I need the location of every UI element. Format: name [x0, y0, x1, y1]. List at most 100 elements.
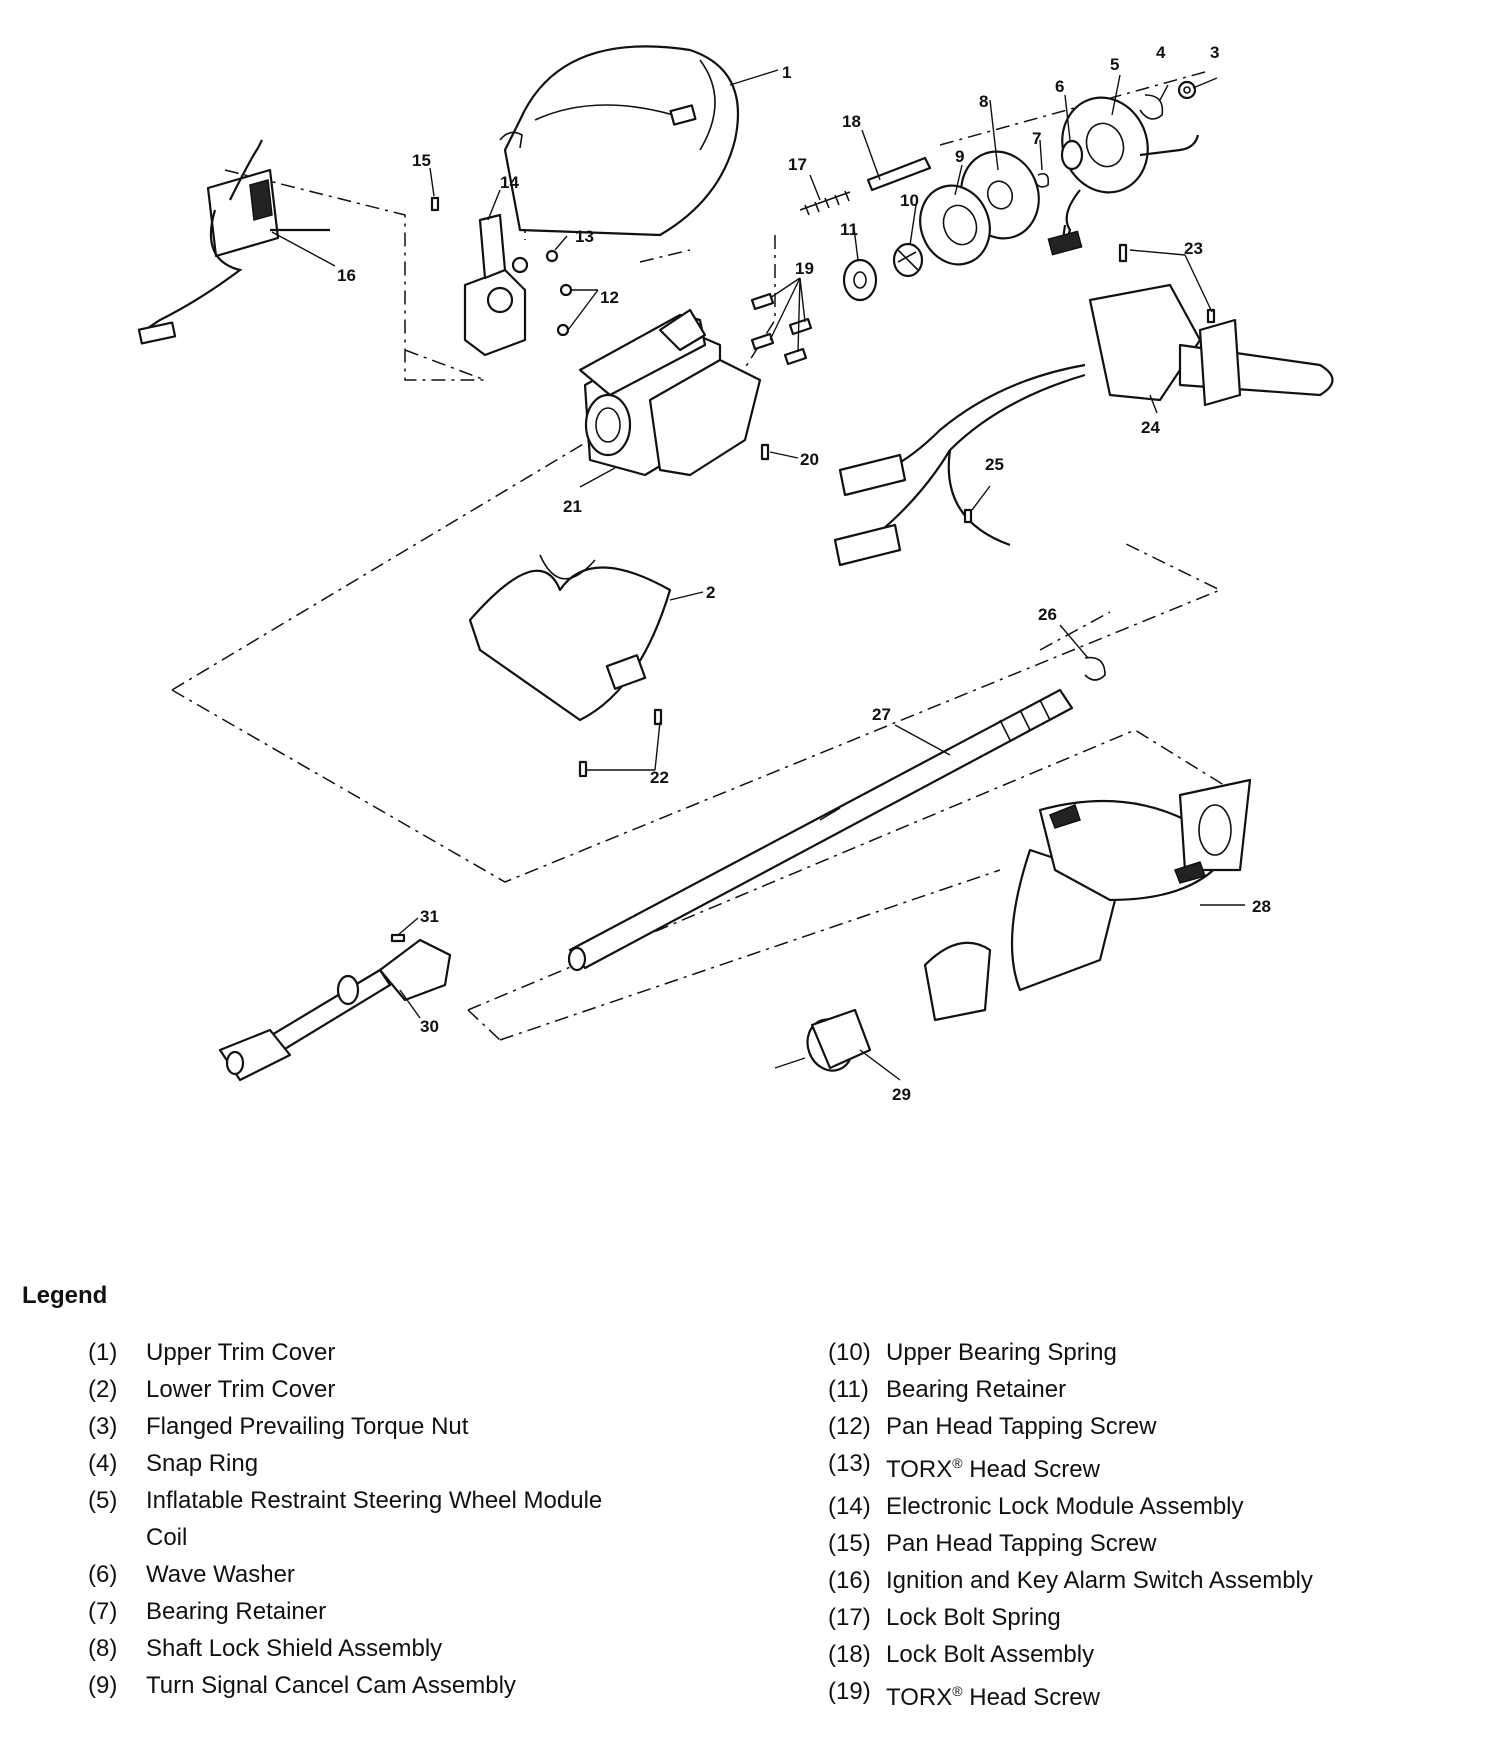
legend-item-label: Bearing Retainer: [146, 1598, 327, 1625]
snap-ring: [1139, 94, 1164, 120]
screw-12a: [559, 283, 573, 297]
legend-item-number: (16): [828, 1567, 871, 1594]
callout-18: 18: [842, 112, 861, 131]
legend-column-right: (10)Upper Bearing Spring (11) Bearing Ret…: [828, 1334, 1488, 1716]
callout-25: 25: [985, 455, 1004, 474]
bearing-retainer-7: [1034, 172, 1050, 188]
legend-item-label: Bearing Retainer: [886, 1376, 1067, 1403]
callout-12: 12: [600, 288, 619, 307]
screw-15: [430, 196, 440, 212]
legend-item-label: Snap Ring: [146, 1450, 259, 1477]
screw-22b: [578, 760, 588, 778]
legend-item-number: (5): [88, 1487, 118, 1514]
callout-21: 21: [563, 497, 582, 516]
callout-24: 24: [1141, 418, 1160, 437]
callout-10: 10: [900, 191, 919, 210]
legend-item: (6) Wave Washer: [88, 1556, 648, 1593]
callout-8: 8: [979, 92, 988, 111]
callout-11: 11: [840, 220, 858, 239]
callout-13: 13: [575, 227, 594, 246]
legend-item-number: (19): [828, 1678, 871, 1705]
legend-item: (19) TORX® Head Screw: [828, 1673, 1488, 1716]
axis-line-upper: [939, 71, 1206, 146]
callout-6: 6: [1055, 77, 1064, 96]
legend-item-label: Pan Head Tapping Screw: [886, 1413, 1157, 1440]
callout-20: 20: [800, 450, 819, 469]
legend-item-number: (12): [828, 1413, 871, 1440]
torque-nut: [1177, 80, 1197, 100]
legend-item-label: Lower Trim Cover: [146, 1376, 336, 1403]
legend-item-label: Ignition and Key Alarm Switch Assembly: [886, 1567, 1313, 1594]
legend-item-label: Shaft Lock Shield Assembly: [146, 1635, 443, 1662]
lock-bolt: [866, 156, 932, 192]
legend-item-number: (15): [828, 1530, 871, 1557]
screw-23b: [1206, 308, 1216, 324]
screw-25: [963, 508, 973, 524]
callout-15: 15: [412, 151, 431, 170]
legend-item: (15) Pan Head Tapping Screw: [828, 1525, 1488, 1562]
legend-item: (5) Inflatable Restraint Steering Wheel M…: [88, 1482, 648, 1556]
legend-item: (14)Electronic Lock Module Assembly: [828, 1488, 1488, 1525]
legend-item-number: (1): [88, 1339, 118, 1366]
legend-item-label: Inflatable Restraint Steering Wheel Modu…: [146, 1487, 603, 1551]
callout-31: 31: [420, 907, 439, 926]
legend-item: (4)Snap Ring: [88, 1445, 648, 1482]
screw-19a: [750, 292, 775, 311]
legend-item: (18)Lock Bolt Assembly: [828, 1636, 1488, 1673]
lower-bearing-sleeve: [774, 1008, 872, 1072]
legend-title: Legend: [22, 1282, 108, 1309]
legend-item-label: Turn Signal Cancel Cam Assembly: [146, 1672, 516, 1699]
screw-13: [545, 249, 559, 263]
legend-item: (17)Lock Bolt Spring: [828, 1599, 1488, 1636]
callout-30: 30: [420, 1017, 439, 1036]
legend-item-number: (8): [88, 1635, 118, 1662]
callout-17: 17: [788, 155, 807, 174]
legend-item-label: TORX® Head Screw: [886, 1683, 1100, 1711]
legend-item: (10)Upper Bearing Spring: [828, 1334, 1488, 1371]
legend-item: (2)Lower Trim Cover: [88, 1371, 648, 1408]
lock-housing: [578, 308, 762, 477]
legend-item-label: Lock Bolt Spring: [886, 1604, 1061, 1631]
ignition-key-alarm-switch: [137, 139, 330, 345]
callout-16: 16: [337, 266, 356, 285]
callout-29: 29: [892, 1085, 911, 1104]
legend-item-number: (9): [88, 1672, 118, 1699]
boundary-lower-housing: [171, 439, 1222, 883]
legend-item-label: Flanged Prevailing Torque Nut: [146, 1413, 469, 1440]
bearing-retainer-11: [842, 258, 878, 302]
callout-27: 27: [872, 705, 891, 724]
screw-19c: [788, 317, 813, 336]
legend-item-label: Pan Head Tapping Screw: [886, 1530, 1157, 1557]
legend-item-number: (3): [88, 1413, 118, 1440]
snap-ring-26: [1084, 656, 1106, 681]
screw-31: [390, 933, 406, 943]
legend-item-number: (11): [828, 1376, 869, 1403]
legend-item-label: Upper Bearing Spring: [886, 1339, 1117, 1366]
legend-item-label: Upper Trim Cover: [146, 1339, 336, 1366]
callout-1: 1: [782, 63, 791, 82]
legend-item-number: (7): [88, 1598, 118, 1625]
legend-item: (11) Bearing Retainer: [828, 1371, 1488, 1408]
legend-item-label: Wave Washer: [146, 1561, 295, 1588]
legend-item: (16) Ignition and Key Alarm Switch Assemb…: [828, 1562, 1488, 1599]
intermediate-shaft: [218, 938, 452, 1082]
callout-23: 23: [1184, 239, 1203, 258]
legend-item-number: (18): [828, 1641, 871, 1668]
callout-2: 2: [706, 583, 715, 602]
callout-14: 14: [500, 173, 519, 192]
column-jacket: [923, 778, 1252, 1022]
callout-19: 19: [795, 259, 814, 278]
cancel-cam: [919, 184, 991, 266]
legend-item-number: (6): [88, 1561, 118, 1588]
screw-23a: [1118, 243, 1128, 263]
callout-22: 22: [650, 768, 669, 787]
callout-3: 3: [1210, 43, 1219, 62]
legend-item: (13)TORX® Head Screw: [828, 1445, 1488, 1488]
legend: Legend (1) Upper Trim Cover (2)Lower Trim…: [20, 1282, 1490, 1711]
screw-12b: [556, 323, 570, 337]
electronic-lock-module: [463, 213, 529, 357]
legend-item: (9) Turn Signal Cancel Cam Assembly: [88, 1667, 648, 1704]
legend-item: (1) Upper Trim Cover: [88, 1334, 648, 1371]
legend-item: (7) Bearing Retainer: [88, 1593, 648, 1630]
upper-trim-cover: [499, 45, 740, 237]
